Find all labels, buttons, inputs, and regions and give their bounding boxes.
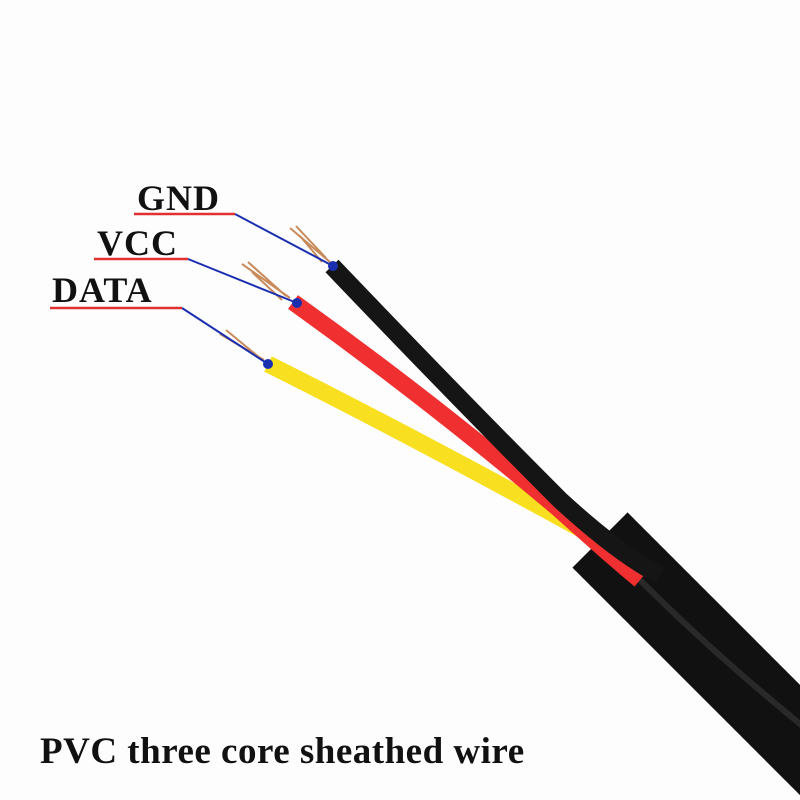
leader-lines (181, 213, 334, 365)
data-label: DATA (52, 270, 153, 310)
caption: PVC three core sheathed wire (40, 731, 525, 772)
vcc-wire (288, 295, 646, 587)
gnd-label: GND (137, 178, 220, 218)
vcc-label: VCC (97, 223, 178, 263)
gnd-wire (325, 259, 665, 584)
copper-strands (219, 225, 331, 361)
leader-dots (263, 261, 338, 369)
sheath-highlight (637, 577, 800, 728)
label-underlines (50, 212, 235, 310)
